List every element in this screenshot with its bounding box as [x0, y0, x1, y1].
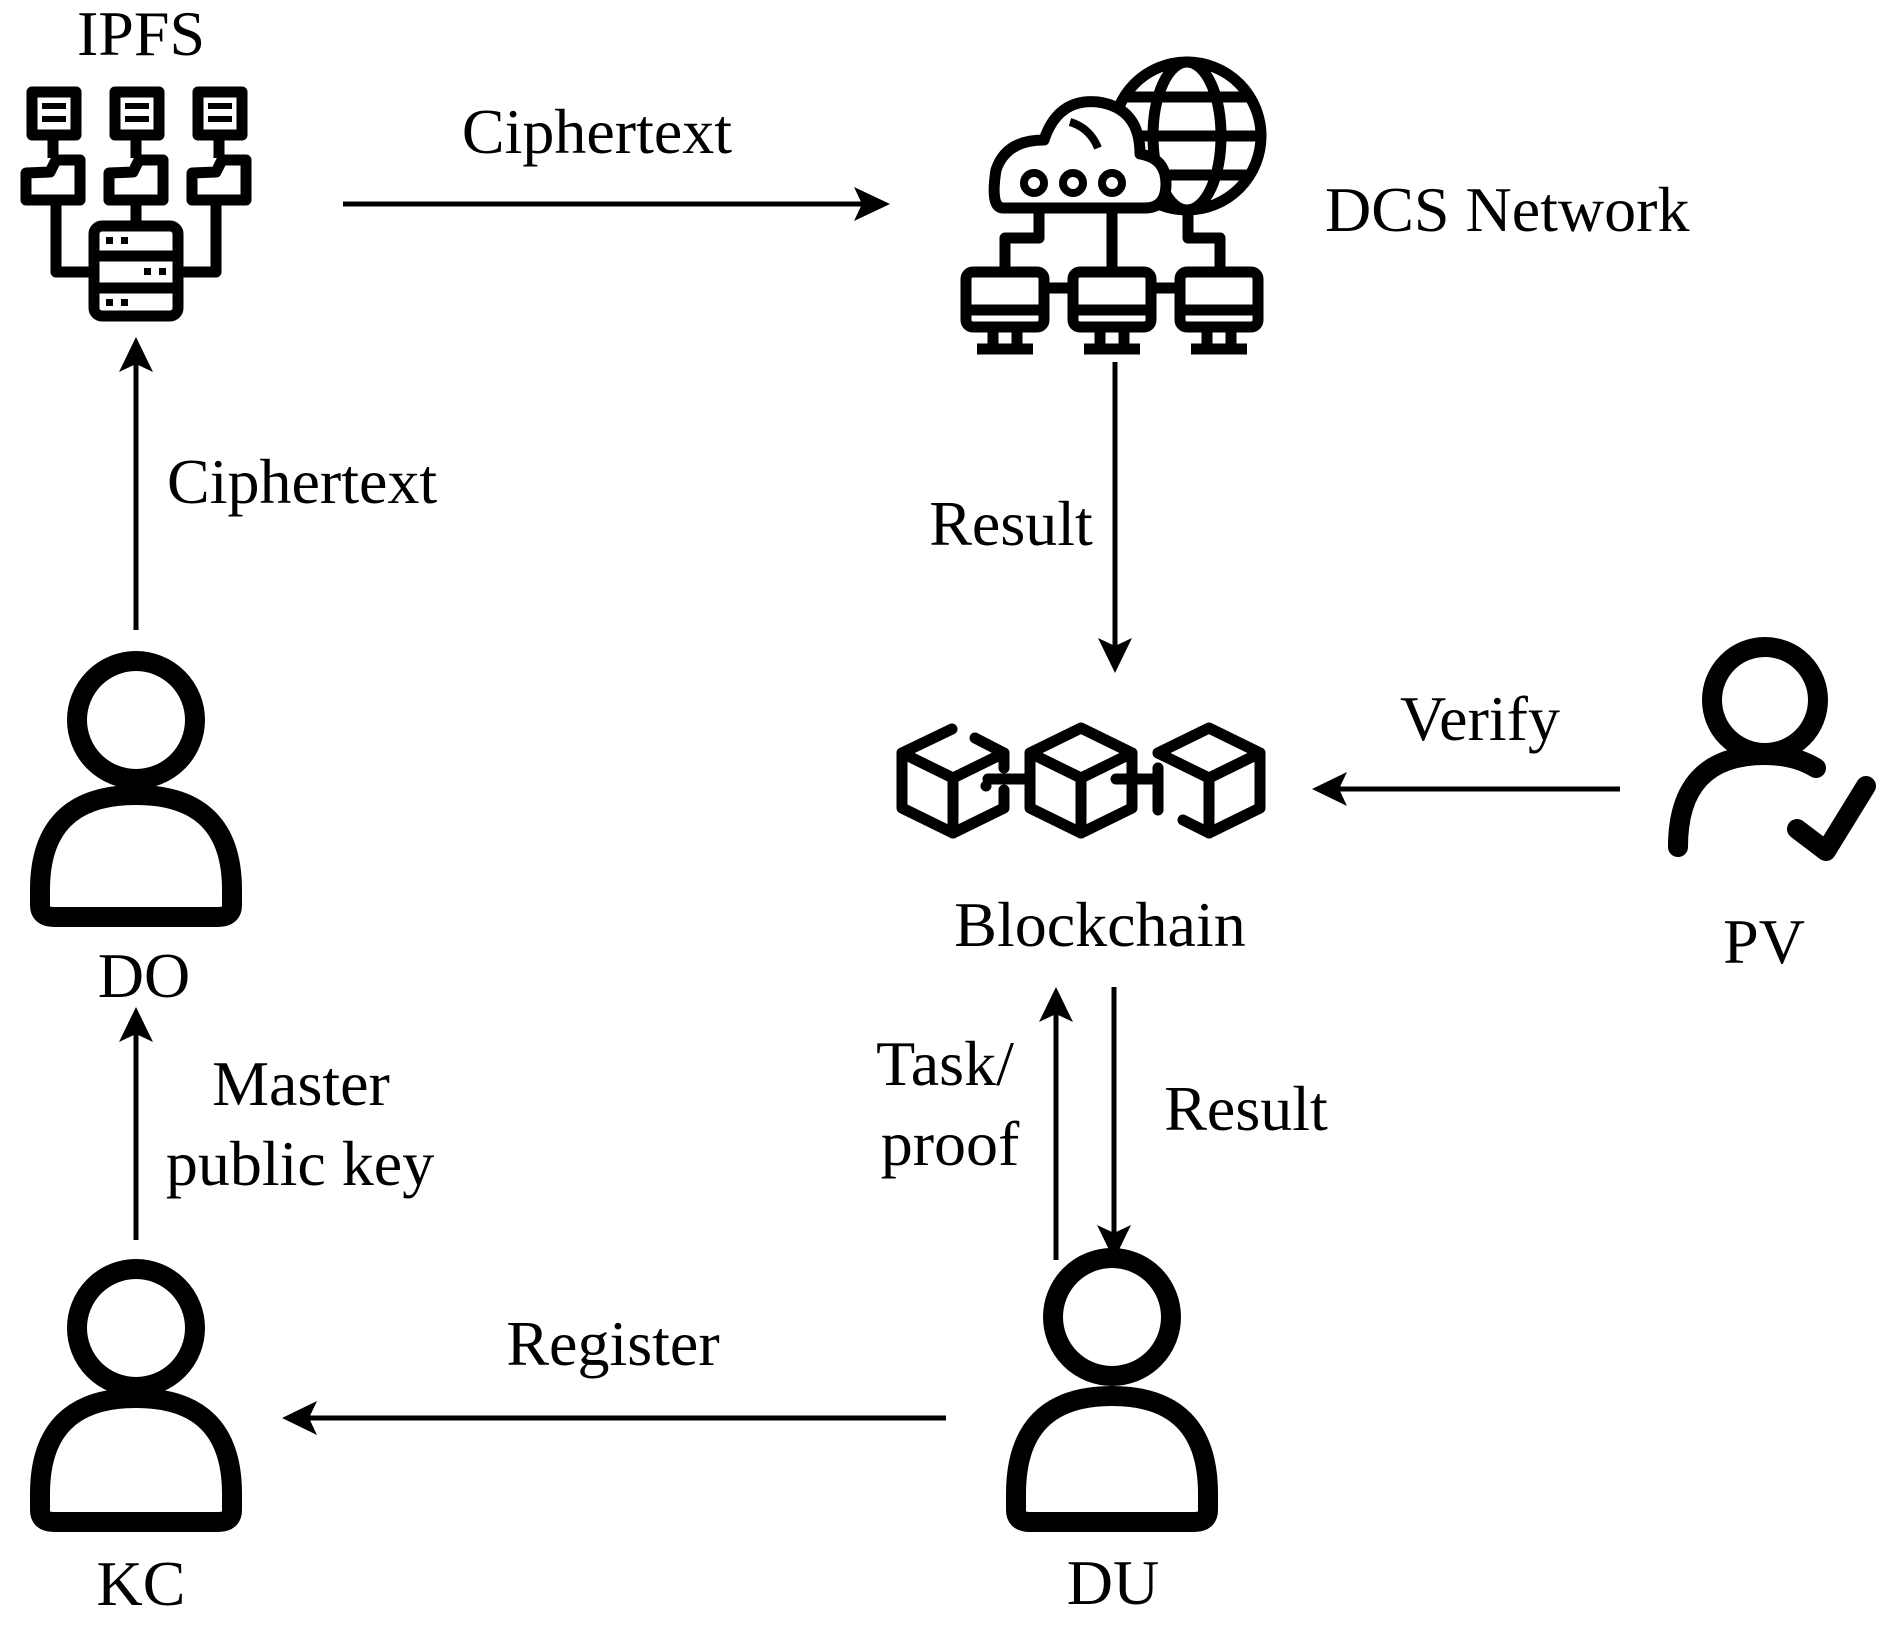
edge-kc-to-do: Master public key: [119, 1007, 434, 1240]
arrow-head-down-icon: [1098, 638, 1132, 673]
du-label: DU: [1067, 1547, 1159, 1618]
do-label: DO: [98, 940, 190, 1011]
edge-label-verify: Verify: [1400, 683, 1560, 754]
edge-ipfs-to-dcs: Ciphertext: [343, 96, 890, 221]
edge-label-ciphertext-left: Ciphertext: [167, 446, 437, 517]
user-check-icon: [1668, 637, 1876, 861]
edge-blockchain-to-du: Result: [1097, 987, 1328, 1260]
edge-dcs-to-blockchain: Result: [929, 362, 1132, 673]
pv-label: PV: [1723, 906, 1805, 977]
distributed-storage-icon: [20, 86, 252, 322]
du-node: DU: [1006, 1248, 1218, 1618]
edge-du-to-kc: Register: [282, 1308, 946, 1435]
edge-label-task: Task/: [876, 1028, 1014, 1099]
edge-label-register: Register: [506, 1308, 719, 1379]
user-icon: [30, 1259, 242, 1532]
dcs-network-label: DCS Network: [1325, 174, 1689, 245]
arrow-head-down-icon: [1097, 1225, 1131, 1260]
kc-node: KC: [30, 1259, 242, 1619]
blockchain-node: Blockchain: [896, 722, 1266, 960]
edge-du-to-blockchain: Task/ proof: [876, 987, 1073, 1260]
user-icon: [30, 651, 242, 927]
user-icon: [1006, 1248, 1218, 1532]
edge-label-proof: proof: [881, 1108, 1020, 1179]
arrow-head-right-icon: [854, 187, 890, 221]
arrow-head-up-icon: [119, 1007, 153, 1042]
edge-label-result-bottom: Result: [1164, 1073, 1328, 1144]
ipfs-node: IPFS: [20, 0, 252, 322]
ipfs-label: IPFS: [77, 0, 205, 69]
cloud-network-icon: [960, 56, 1267, 355]
pv-node: PV: [1668, 637, 1876, 977]
blockchain-icon: [896, 722, 1266, 839]
arrow-head-up-icon: [119, 337, 153, 372]
arrow-head-left-icon: [282, 1401, 317, 1435]
edge-label-ciphertext-top: Ciphertext: [462, 96, 732, 167]
edge-label-result-top: Result: [929, 488, 1093, 559]
edge-do-to-ipfs: Ciphertext: [119, 337, 437, 630]
edge-label-public-key: public key: [166, 1128, 434, 1199]
arrow-head-up-icon: [1039, 987, 1073, 1022]
arrow-head-left-icon: [1312, 772, 1347, 806]
kc-label: KC: [97, 1548, 186, 1619]
edge-label-master: Master: [212, 1048, 390, 1119]
dcs-network-node: DCS Network: [960, 56, 1689, 355]
do-node: DO: [30, 651, 242, 1011]
edge-pv-to-blockchain: Verify: [1312, 683, 1620, 806]
blockchain-label: Blockchain: [954, 889, 1245, 960]
